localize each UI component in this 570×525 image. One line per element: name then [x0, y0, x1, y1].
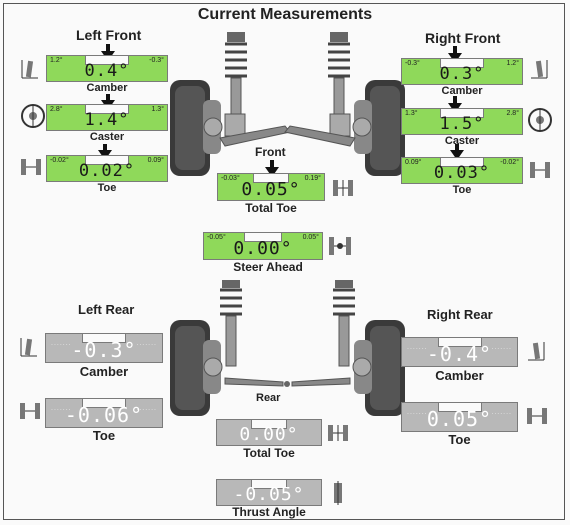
gauge-min: 2.8°: [50, 106, 63, 113]
gauge-max: 0.05°: [302, 234, 319, 241]
gauge-max: 1.3°: [151, 106, 164, 113]
total-toe-indicator-arrowhead: [265, 167, 279, 177]
left-front-heading: Left Front: [76, 27, 142, 43]
gauge-min: -0.3°: [405, 60, 420, 67]
right-rear-heading: Right Rear: [427, 307, 493, 322]
camber-icon: [20, 338, 37, 357]
toe-indicator-arrowhead: [450, 150, 464, 160]
rear-total-toe-gauge[interactable]: 0.00°: [216, 419, 322, 446]
right-rear-toe-gauge[interactable]: .............. 0.05°: [401, 402, 518, 432]
thrust-angle-label: Thrust Angle: [232, 505, 306, 519]
right-front-heading: Right Front: [425, 30, 501, 46]
caster-icon: [528, 108, 552, 132]
thrust-angle-icon: [334, 481, 342, 505]
front-total-toe-gauge[interactable]: -0.03° 0.19° 0.05°: [217, 173, 325, 201]
gauge-max: 0.09°: [147, 157, 164, 164]
left-rear-camber-gauge[interactable]: .............. -0.3°: [45, 333, 163, 363]
page-title: Current Measurements: [197, 6, 373, 23]
left-front-toe-gauge[interactable]: -0.02° 0.09° 0.02°: [46, 155, 168, 182]
gauge-value: 1.4°: [84, 110, 130, 130]
caster-indicator-arrow: [453, 96, 457, 104]
left-rear-heading: Left Rear: [78, 302, 135, 317]
camber-icon: [528, 342, 545, 361]
gauge-value: 0.00°: [233, 238, 293, 259]
steer-ahead-icon: [329, 237, 351, 255]
gauge-value: -0.06°: [64, 403, 144, 427]
front-total-toe-label: Total Toe: [245, 201, 297, 215]
right-front-caster-gauge[interactable]: 1.3° 2.8° 1.5°: [401, 108, 523, 135]
gauge-value: -0.3°: [71, 338, 137, 362]
left-front-toe-label: Toe: [97, 182, 117, 194]
right-front-camber-label: Camber: [441, 85, 483, 97]
toe-indicator-arrow: [103, 144, 107, 151]
left-rear-camber-label: Camber: [79, 364, 129, 379]
camber-icon: [531, 60, 548, 79]
gauge-max: 2.8°: [506, 110, 519, 117]
gauge-max: 1.2°: [506, 60, 519, 67]
camber-indicator-arrow: [106, 44, 110, 52]
total-toe-icon: [328, 425, 348, 441]
left-front-camber-label: Camber: [86, 82, 128, 94]
left-front-caster-label: Caster: [89, 131, 125, 143]
gauge-value: 0.02°: [78, 161, 136, 181]
gauge-value: 0.00°: [239, 424, 299, 445]
rear-heading: Rear: [256, 392, 281, 404]
gauge-min: 0.09°: [405, 159, 422, 166]
left-rear-toe-gauge[interactable]: .............. -0.06°: [45, 398, 163, 428]
gauge-value: 1.5°: [439, 114, 485, 134]
left-front-caster-gauge[interactable]: 2.8° 1.3° 1.4°: [46, 104, 168, 131]
right-front-toe-label: Toe: [452, 184, 472, 196]
gauge-max: 0.19°: [304, 175, 321, 182]
gauge-min: -0.05°: [207, 234, 226, 241]
measurement-panel: [3, 3, 565, 520]
gauge-value: -0.05°: [233, 484, 305, 505]
toe-icon: [527, 408, 547, 424]
front-heading: Front: [255, 145, 286, 159]
left-rear-toe-label: Toe: [92, 428, 116, 443]
gauge-min: -0.02°: [50, 157, 69, 164]
right-rear-toe-label: Toe: [448, 432, 471, 447]
front-suspension-diagram: [170, 32, 405, 176]
right-rear-camber-gauge[interactable]: .............. -0.4°: [401, 337, 518, 367]
gauge-value: -0.4°: [426, 342, 493, 366]
gauge-min: 1.2°: [50, 57, 63, 64]
gauge-value: 0.03°: [433, 163, 491, 183]
total-toe-indicator-arrow: [270, 160, 274, 168]
rear-total-toe-label: Total Toe: [243, 446, 295, 460]
gauge-value: 0.05°: [426, 407, 493, 431]
left-front-camber-gauge[interactable]: 1.2° -0.3° 0.4°: [46, 55, 168, 82]
gauge-min: -0.03°: [221, 175, 240, 182]
rear-suspension-diagram: [170, 280, 405, 416]
gauge-max: -0.3°: [149, 57, 164, 64]
right-front-camber-gauge[interactable]: -0.3° 1.2° 0.3°: [401, 58, 523, 85]
toe-icon: [530, 162, 550, 178]
total-toe-icon: [333, 180, 353, 196]
toe-icon: [20, 403, 40, 419]
camber-icon: [21, 60, 38, 79]
caster-indicator-arrow: [106, 94, 110, 101]
thrust-angle-gauge[interactable]: -0.05°: [216, 479, 322, 506]
steer-ahead-gauge[interactable]: -0.05° 0.05° 0.00°: [203, 232, 323, 260]
caster-icon: [21, 104, 45, 128]
gauge-max: -0.02°: [500, 159, 519, 166]
gauge-min: 1.3°: [405, 110, 418, 117]
toe-icon: [21, 159, 41, 175]
camber-indicator-arrow: [453, 46, 457, 54]
gauge-value: 0.05°: [241, 179, 301, 200]
toe-indicator-arrow: [455, 144, 459, 151]
right-front-toe-gauge[interactable]: 0.09° -0.02° 0.03°: [401, 157, 523, 184]
right-rear-camber-label: Camber: [435, 368, 484, 383]
gauge-value: 0.3°: [439, 64, 485, 84]
right-front-caster-label: Caster: [444, 135, 480, 147]
gauge-value: 0.4°: [84, 61, 130, 81]
steer-ahead-label: Steer Ahead: [233, 260, 303, 274]
